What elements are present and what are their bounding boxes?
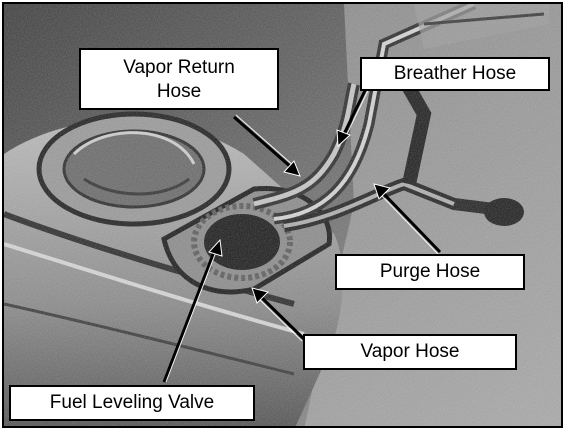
breather-hose-label: Breather Hose bbox=[360, 57, 550, 91]
breather-hose-label-text: Breather Hose bbox=[362, 62, 548, 86]
vapor-hose-label: Vapor Hose bbox=[303, 334, 517, 370]
diagram-frame: Vapor Return Hose Breather Hose Purge Ho… bbox=[2, 2, 563, 428]
vapor-hose-label-text: Vapor Hose bbox=[305, 340, 515, 364]
fuel-leveling-valve-label-text: Fuel Leveling Valve bbox=[11, 391, 253, 415]
fuel-leveling-valve-label: Fuel Leveling Valve bbox=[9, 385, 255, 421]
vapor-return-hose-label-line1: Vapor Return bbox=[81, 56, 277, 80]
vapor-return-hose-label-line2: Hose bbox=[81, 80, 277, 104]
purge-hose-label: Purge Hose bbox=[335, 254, 525, 290]
vapor-return-hose-label: Vapor Return Hose bbox=[79, 48, 279, 110]
purge-hose-label-text: Purge Hose bbox=[337, 260, 523, 284]
